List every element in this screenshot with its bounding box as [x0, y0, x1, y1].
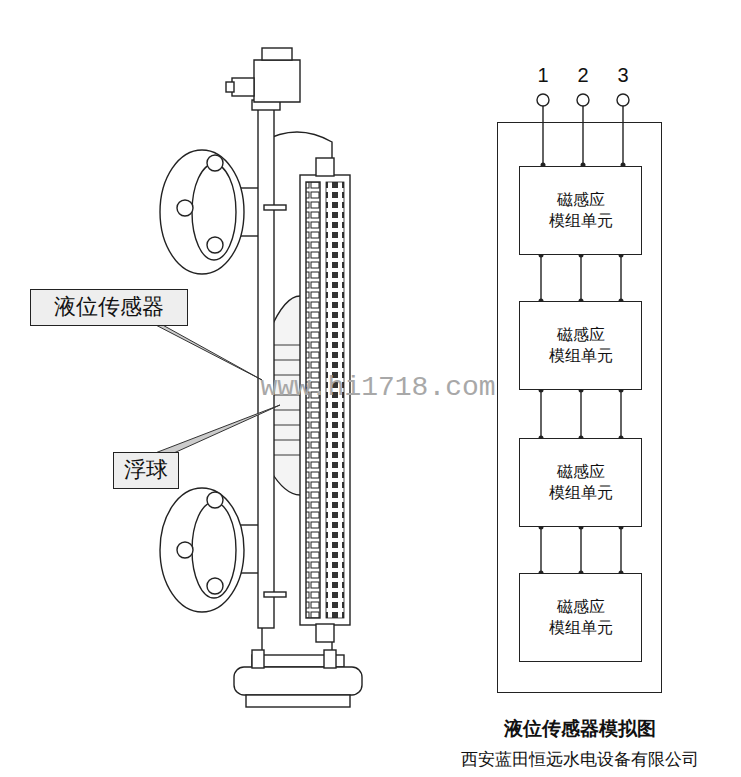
- wire: [619, 253, 624, 304]
- watermark: www.hi1718.com: [260, 372, 495, 403]
- diagram-caption: 液位传感器模拟图: [504, 716, 656, 742]
- wire: [579, 253, 584, 304]
- terminal-number: 2: [577, 64, 588, 87]
- company-name: 西安蓝田恒远水电设备有限公司: [461, 748, 699, 771]
- module-label: 磁感应 模组单元: [547, 597, 614, 639]
- wire: [539, 525, 544, 576]
- callout-box: 浮球: [113, 452, 179, 489]
- module-label: 磁感应 模组单元: [547, 325, 614, 367]
- wire: [579, 525, 584, 576]
- callout-box: 液位传感器: [30, 289, 188, 326]
- terminal-number: 3: [617, 64, 628, 87]
- wire: [579, 388, 584, 441]
- wire: [619, 525, 624, 576]
- terminal-number: 1: [537, 64, 548, 87]
- wire: [539, 253, 544, 304]
- module-box: 磁感应 模组单元: [519, 573, 642, 662]
- callout-label: 液位传感器: [54, 293, 164, 322]
- module-label: 磁感应 模组单元: [547, 462, 614, 504]
- module-box: 磁感应 模组单元: [519, 166, 642, 255]
- callout-label: 浮球: [124, 456, 168, 485]
- module-box: 磁感应 模组单元: [519, 438, 642, 527]
- terminals: [537, 94, 629, 168]
- sensor-frame: 液位传感器模拟图磁感应 模组单元磁感应 模组单元磁感应 模组单元磁感应 模组单元: [497, 122, 662, 693]
- module-label: 磁感应 模组单元: [547, 190, 614, 232]
- module-box: 磁感应 模组单元: [519, 301, 642, 390]
- wire: [619, 388, 624, 441]
- wire: [539, 388, 544, 441]
